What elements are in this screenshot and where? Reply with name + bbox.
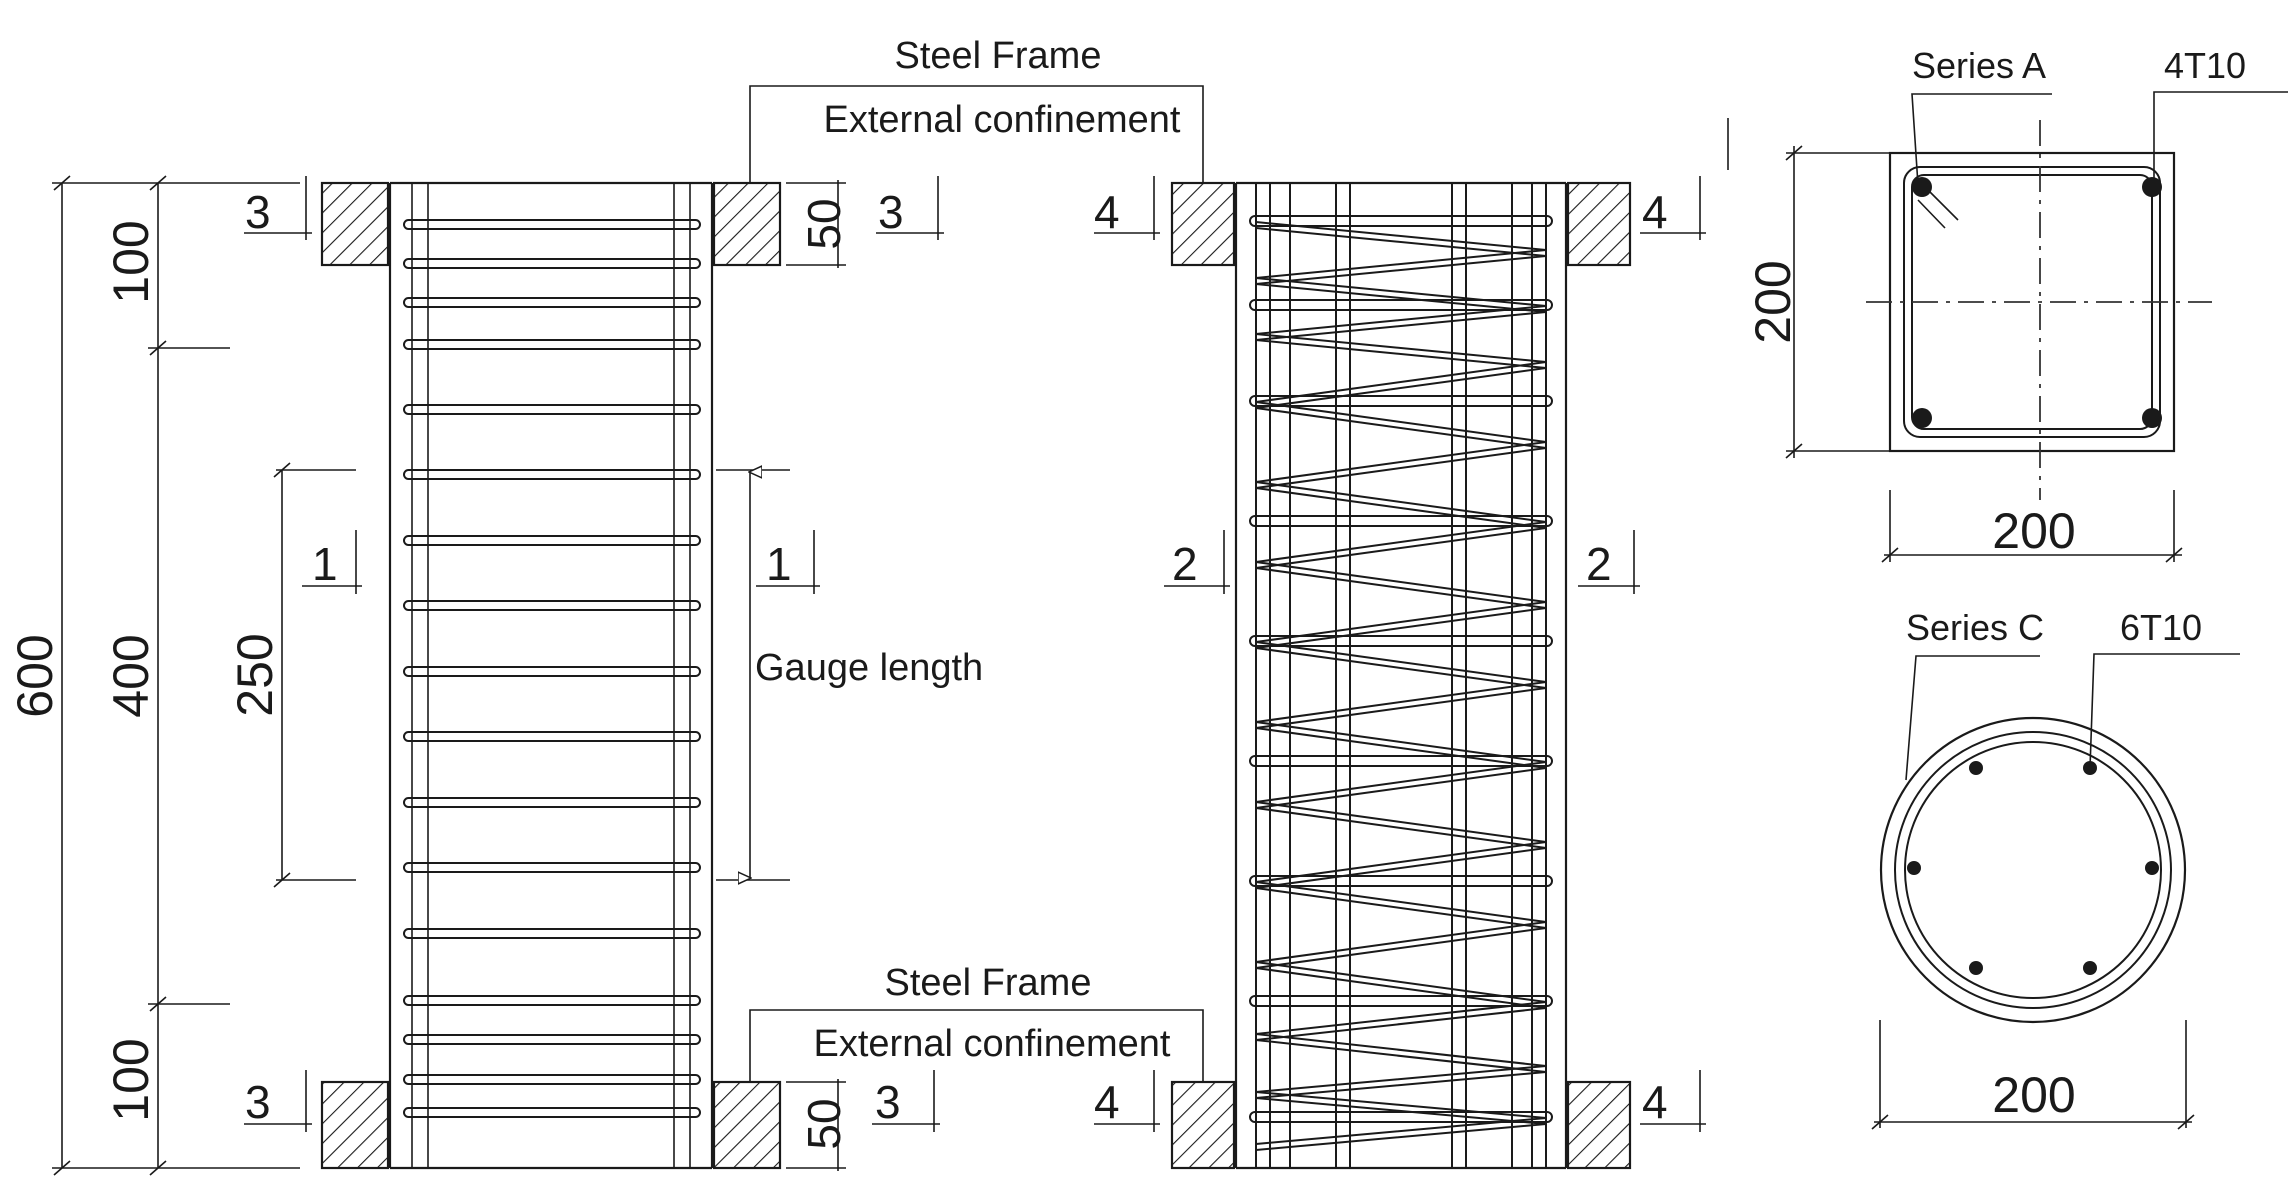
svg-text:2: 2	[1172, 538, 1198, 590]
column-elevation-tied	[320, 181, 782, 1170]
svg-text:4: 4	[1094, 1076, 1120, 1128]
rebar	[2145, 861, 2159, 875]
dim-square-width: 200	[1992, 503, 2075, 559]
rebar	[1907, 861, 1921, 875]
frame-block	[1566, 181, 1632, 267]
overall-dimension-chain: 600 100 400 100	[7, 175, 300, 1176]
dim-gauge: 250	[227, 633, 283, 716]
rebar	[1969, 961, 1983, 975]
frame-block	[320, 181, 390, 267]
svg-text:4: 4	[1642, 1076, 1668, 1128]
frame-block	[712, 1080, 782, 1170]
square-section-labels: Series A 4T10 200 200	[1727, 45, 2288, 563]
dim-total-height: 600	[7, 634, 63, 717]
svg-text:3: 3	[245, 1076, 271, 1128]
series-a-label: Series A	[1912, 45, 2046, 86]
svg-text:4: 4	[1094, 186, 1120, 238]
top-frame-callout: Steel Frame External confinement	[749, 35, 1204, 183]
svg-text:1: 1	[766, 538, 792, 590]
rebar	[2142, 177, 2162, 197]
ext-conf-bottom-label: External confinement	[814, 1023, 1171, 1065]
circular-section-labels: Series C 6T10 200	[1871, 607, 2240, 1130]
svg-text:4: 4	[1642, 186, 1668, 238]
svg-text:3: 3	[875, 1076, 901, 1128]
svg-text:3: 3	[245, 186, 271, 238]
dim-end-bottom: 100	[103, 1038, 159, 1121]
series-c-label: Series C	[1906, 607, 2044, 648]
dim-circle-diameter: 200	[1992, 1067, 2075, 1123]
steel-frame-top-label: Steel Frame	[895, 35, 1102, 77]
series-a-bars-label: 4T10	[2164, 45, 2246, 86]
frame-block	[1170, 181, 1236, 267]
section-markers-left-column: 3 3 1 1 3 3	[244, 176, 944, 1132]
rebar	[1912, 177, 1932, 197]
dim-frame-bottom: 50	[798, 1098, 850, 1149]
rebar	[2142, 408, 2162, 428]
column-elevation-spiral	[1170, 181, 1632, 1170]
svg-text:2: 2	[1586, 538, 1612, 590]
rebar	[1912, 408, 1932, 428]
spiral-hoops	[1249, 215, 1553, 1151]
frame-block	[712, 181, 782, 267]
dim-frame-top: 50	[798, 198, 850, 249]
svg-text:1: 1	[312, 538, 338, 590]
ext-conf-top-label: External confinement	[824, 99, 1181, 141]
frame-block	[1566, 1080, 1632, 1170]
frame-dimension-bottom: 50	[786, 1079, 850, 1171]
svg-text:3: 3	[878, 186, 904, 238]
dim-middle: 400	[103, 634, 159, 717]
frame-dimension-top: 50	[786, 180, 850, 268]
stirrups	[403, 219, 701, 1118]
gauge-length-label: Gauge length	[755, 647, 983, 689]
bottom-frame-callout: Steel Frame External confinement	[749, 962, 1204, 1082]
frame-block	[320, 1080, 390, 1170]
steel-frame-bottom-label: Steel Frame	[885, 962, 1092, 1004]
rebar	[1969, 761, 1983, 775]
section-markers-right-column: 4 4 2 2 4 4	[1094, 176, 1706, 1132]
dim-end-top: 100	[103, 220, 159, 303]
dim-square-height: 200	[1745, 260, 1801, 343]
gauge-dimension: 250	[227, 462, 356, 888]
series-c-bars-label: 6T10	[2120, 607, 2202, 648]
square-cross-section	[1866, 120, 2212, 500]
frame-block	[1170, 1080, 1236, 1170]
gauge-length-marker: Gauge length	[716, 470, 983, 880]
rebar	[2083, 961, 2097, 975]
circular-cross-section	[1879, 716, 2187, 1024]
